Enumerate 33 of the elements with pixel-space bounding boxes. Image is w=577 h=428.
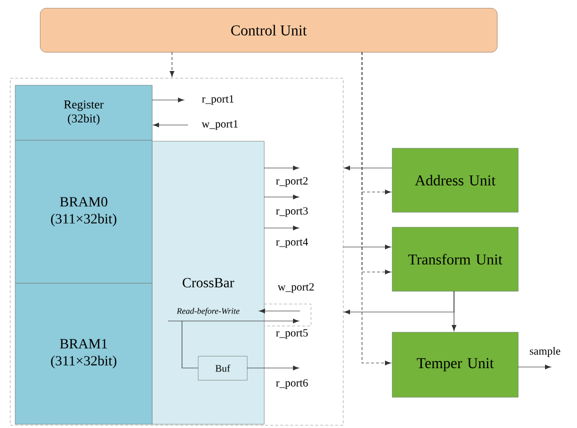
- port-label: w_port1: [200, 119, 240, 131]
- port-label: r_port5: [274, 328, 310, 340]
- arrow: [246, 366, 299, 370]
- memory-frame: [10, 78, 344, 426]
- arrow: [362, 52, 391, 366]
- arrow: [264, 194, 299, 200]
- arrow: [264, 166, 299, 170]
- arrow: [518, 364, 552, 370]
- memory-block: BRAM1 (311×32bit): [15, 283, 152, 424]
- port-label: w_port2: [276, 282, 316, 294]
- arrow: [264, 226, 299, 230]
- port-label: sample: [528, 346, 562, 358]
- mode-text: Read-before-Write: [176, 308, 240, 316]
- arrow: [168, 318, 299, 324]
- arrow: [259, 308, 300, 314]
- arrow: [344, 290, 454, 314]
- arrow: [153, 122, 188, 128]
- port-label: r_port4: [274, 237, 310, 249]
- register-box: Register (32bit): [15, 85, 152, 140]
- port-label: r_port2: [274, 176, 310, 188]
- control-unit-box: Control Unit: [40, 8, 498, 52]
- connector-line: [182, 320, 198, 368]
- buffer-box: Buf: [198, 356, 248, 380]
- port-label: r_port1: [200, 94, 236, 106]
- arrow: [342, 244, 391, 250]
- unit-box: Transform Unit: [392, 227, 518, 292]
- arrow: [170, 52, 174, 77]
- arrow: [344, 166, 392, 170]
- port-label: r_port6: [274, 378, 310, 390]
- arrow: [152, 98, 184, 102]
- unit-box: Temper Unit: [392, 332, 518, 398]
- unit-box: Address Unit: [392, 148, 518, 212]
- port-label: r_port3: [274, 206, 310, 218]
